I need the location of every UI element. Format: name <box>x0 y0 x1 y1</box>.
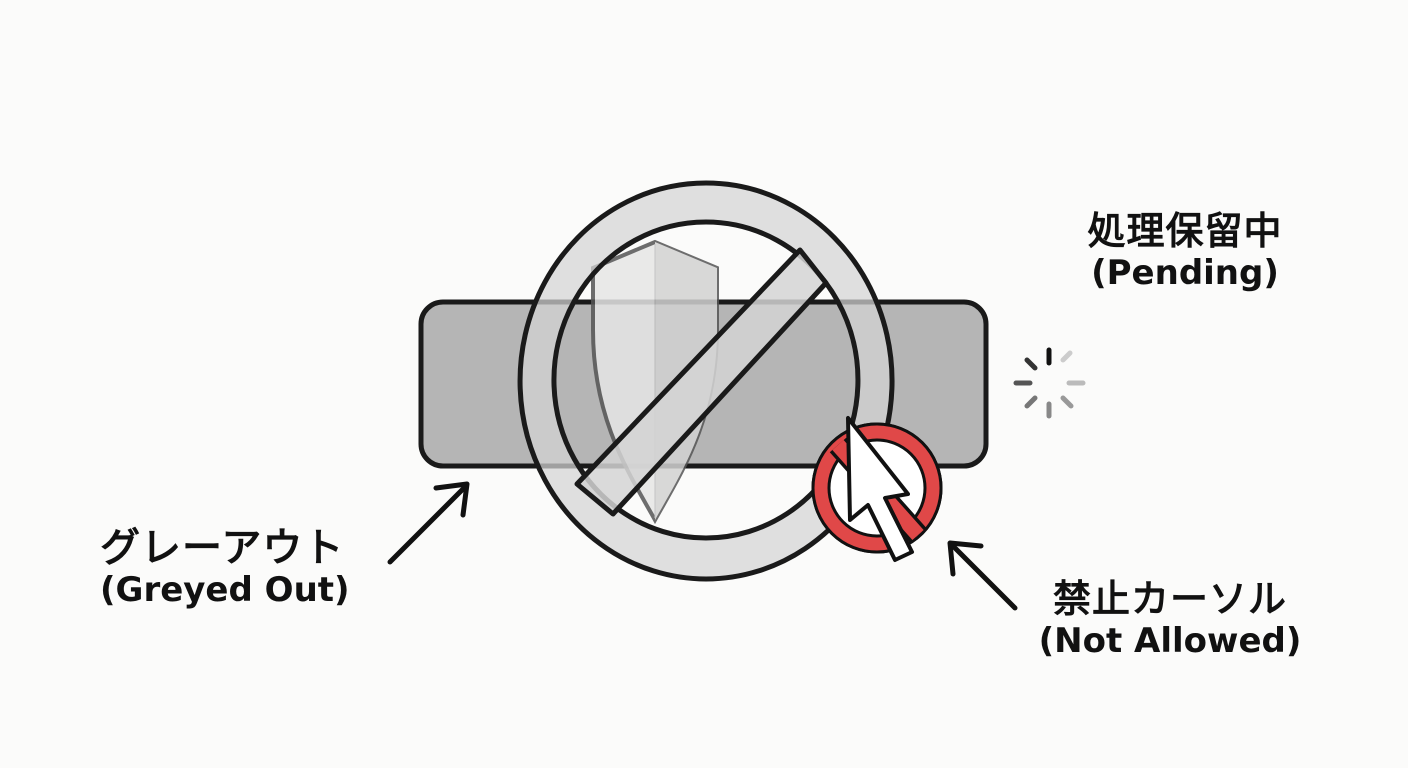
pending-label: 処理保留中 (Pending) <box>1070 209 1300 293</box>
greyed-out-label-en: (Greyed Out) <box>100 570 350 610</box>
arrow-to-cursor-icon <box>947 540 1018 611</box>
not-allowed-label: 禁止カーソル (Not Allowed) <box>1020 577 1320 661</box>
arrow-to-button-icon <box>387 481 470 565</box>
pending-label-jp: 処理保留中 <box>1087 209 1283 253</box>
greyed-out-label-jp: グレーアウト <box>100 525 345 571</box>
not-allowed-cursor-icon <box>811 416 943 562</box>
not-allowed-label-jp: 禁止カーソル <box>1052 577 1287 621</box>
prohibition-icon <box>517 180 895 582</box>
not-allowed-label-en: (Not Allowed) <box>1038 620 1302 661</box>
loading-spinner-icon <box>1013 347 1086 419</box>
pending-label-en: (Pending) <box>1091 252 1279 293</box>
greyed-out-label: グレーアウト (Greyed Out) <box>100 525 380 610</box>
